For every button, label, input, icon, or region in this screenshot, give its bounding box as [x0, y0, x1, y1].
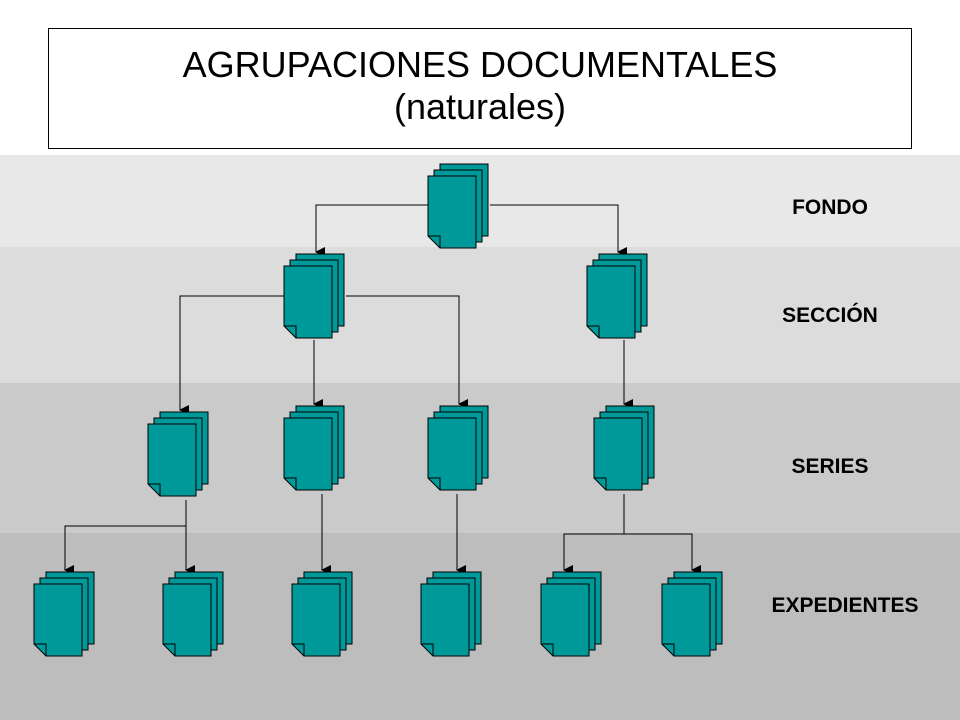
seccion-document-icon-1	[283, 253, 345, 339]
level-label-seccion: SECCIÓN	[782, 304, 878, 327]
series-document-icon-3	[427, 405, 489, 491]
title-box: AGRUPACIONES DOCUMENTALES (naturales)	[48, 28, 912, 149]
expediente-document-icon-1	[33, 571, 95, 657]
level-label-expedientes: EXPEDIENTES	[771, 594, 919, 617]
connector-seccion1-series1	[179, 295, 284, 415]
level-label-series: SERIES	[791, 455, 869, 478]
band-seccion	[0, 247, 960, 383]
expediente-document-icon-2	[162, 571, 224, 657]
expediente-document-icon-5	[540, 571, 602, 657]
fondo-document-icon	[427, 163, 489, 249]
expediente-document-icon-3	[291, 571, 353, 657]
level-label-fondo: FONDO	[792, 196, 868, 219]
title-line1: AGRUPACIONES DOCUMENTALES	[182, 44, 778, 85]
connector-fondo-seccion-1	[315, 204, 428, 257]
connector-seccion1-series3	[346, 295, 468, 409]
expediente-document-icon-4	[420, 571, 482, 657]
connector-series4-exp6	[624, 533, 701, 575]
connector-series4-exp5	[563, 494, 625, 575]
seccion-document-icon-2	[586, 253, 648, 339]
connector-fondo-seccion-2	[490, 204, 627, 257]
series-document-icon-4	[593, 405, 655, 491]
title-line2: (naturales)	[393, 86, 567, 127]
series-document-icon-2	[283, 405, 345, 491]
connector-series1-exp1	[64, 500, 187, 575]
series-document-icon-1	[147, 411, 209, 497]
connectors	[64, 204, 701, 575]
expediente-document-icon-6	[661, 571, 723, 657]
